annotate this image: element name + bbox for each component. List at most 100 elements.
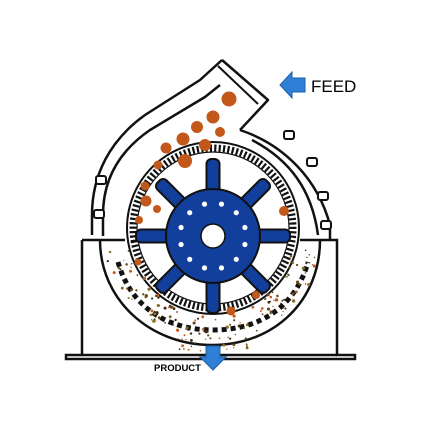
product-particle bbox=[259, 310, 262, 312]
product-particle bbox=[172, 323, 174, 326]
bolt bbox=[306, 157, 318, 167]
feed-particle bbox=[178, 154, 192, 168]
product-particle bbox=[306, 256, 308, 259]
feed-particle bbox=[199, 139, 211, 151]
product-particle bbox=[311, 264, 314, 266]
product-particle bbox=[233, 347, 235, 349]
feed-particle bbox=[140, 181, 150, 191]
screen bbox=[115, 261, 311, 333]
product-particle bbox=[261, 313, 264, 316]
product-particle bbox=[136, 274, 139, 277]
product-particle bbox=[265, 297, 267, 300]
product-particle bbox=[288, 266, 291, 269]
product-particle bbox=[214, 318, 217, 321]
rotor bbox=[135, 158, 291, 314]
feed-particle bbox=[252, 291, 260, 299]
product-particle bbox=[108, 250, 111, 253]
product-particle bbox=[201, 315, 205, 319]
product-particle bbox=[281, 299, 284, 302]
product-particle bbox=[245, 346, 249, 350]
product-particle bbox=[178, 348, 181, 351]
rotor-hole bbox=[201, 201, 208, 207]
feed-particle bbox=[153, 160, 163, 170]
bolt bbox=[95, 175, 107, 185]
product-particle bbox=[288, 274, 290, 277]
product-particle bbox=[164, 321, 167, 324]
product-particle bbox=[199, 349, 202, 352]
rotor-hole bbox=[187, 210, 193, 216]
product-indicator: PRODUCT bbox=[154, 345, 228, 374]
product-particle bbox=[142, 276, 146, 281]
product-particle bbox=[181, 338, 183, 340]
product-particle bbox=[127, 296, 130, 300]
product-particle bbox=[174, 318, 177, 322]
product-particle bbox=[243, 327, 246, 330]
product-particle bbox=[120, 286, 124, 290]
product-particle bbox=[245, 323, 249, 327]
feed-particle bbox=[153, 205, 161, 213]
product-particle bbox=[272, 305, 274, 308]
product-particle bbox=[279, 302, 282, 304]
feed-particle bbox=[134, 258, 142, 266]
product-particle bbox=[289, 255, 293, 258]
rotor-hole bbox=[218, 201, 225, 207]
arrow-down-icon bbox=[198, 345, 228, 371]
product-particle bbox=[273, 299, 275, 301]
feed-particle bbox=[176, 132, 190, 146]
product-particle bbox=[266, 307, 271, 311]
product-particle bbox=[150, 319, 153, 321]
product-particle bbox=[189, 338, 193, 342]
product-particle bbox=[222, 343, 226, 347]
product-particle bbox=[172, 307, 176, 311]
product-particle bbox=[232, 314, 236, 318]
feed-label: FEED bbox=[311, 77, 356, 96]
product-particle bbox=[183, 334, 186, 337]
rotor-hole bbox=[233, 210, 239, 216]
bolt bbox=[320, 220, 332, 230]
product-particle bbox=[147, 287, 151, 291]
arrow-left-icon bbox=[279, 70, 306, 100]
product-particle bbox=[251, 305, 255, 309]
product-particle bbox=[269, 310, 273, 314]
product-particle bbox=[187, 329, 189, 332]
product-particle bbox=[130, 288, 133, 292]
product-particle bbox=[187, 348, 190, 351]
rotor-hole bbox=[178, 241, 184, 248]
rotor-holes bbox=[178, 201, 248, 271]
product-particle bbox=[244, 337, 247, 340]
product-particle bbox=[291, 292, 295, 296]
product-particle bbox=[181, 344, 184, 348]
product-particle bbox=[295, 263, 299, 267]
product-particle bbox=[301, 266, 306, 270]
product-particle bbox=[295, 280, 300, 284]
product-particle bbox=[282, 307, 284, 310]
feed-indicator: FEED bbox=[279, 70, 356, 100]
rotor-hole bbox=[218, 265, 225, 271]
product-particle bbox=[194, 319, 197, 322]
product-particle bbox=[291, 299, 296, 303]
product-particle bbox=[307, 282, 311, 287]
feed-particle bbox=[206, 110, 220, 124]
product-particle bbox=[156, 293, 160, 297]
product-particle bbox=[204, 330, 208, 334]
product-particle bbox=[283, 298, 286, 301]
product-particle bbox=[209, 337, 212, 340]
product-particle bbox=[117, 267, 121, 270]
product-particle bbox=[274, 298, 279, 302]
product-particle bbox=[284, 275, 287, 278]
rotor-hole bbox=[201, 265, 208, 271]
product-particle bbox=[157, 296, 160, 299]
product-particle bbox=[226, 348, 228, 350]
product-particle bbox=[202, 328, 205, 331]
product-particle bbox=[135, 264, 137, 266]
product-particle bbox=[168, 315, 172, 319]
product-particle bbox=[239, 322, 241, 324]
product-label: PRODUCT bbox=[154, 363, 201, 374]
product-particle bbox=[167, 306, 170, 309]
product-particle bbox=[207, 334, 210, 337]
feed-particle bbox=[279, 206, 289, 216]
product-particle bbox=[150, 309, 154, 313]
housing-bolts bbox=[93, 130, 332, 230]
product-particles bbox=[106, 249, 317, 353]
